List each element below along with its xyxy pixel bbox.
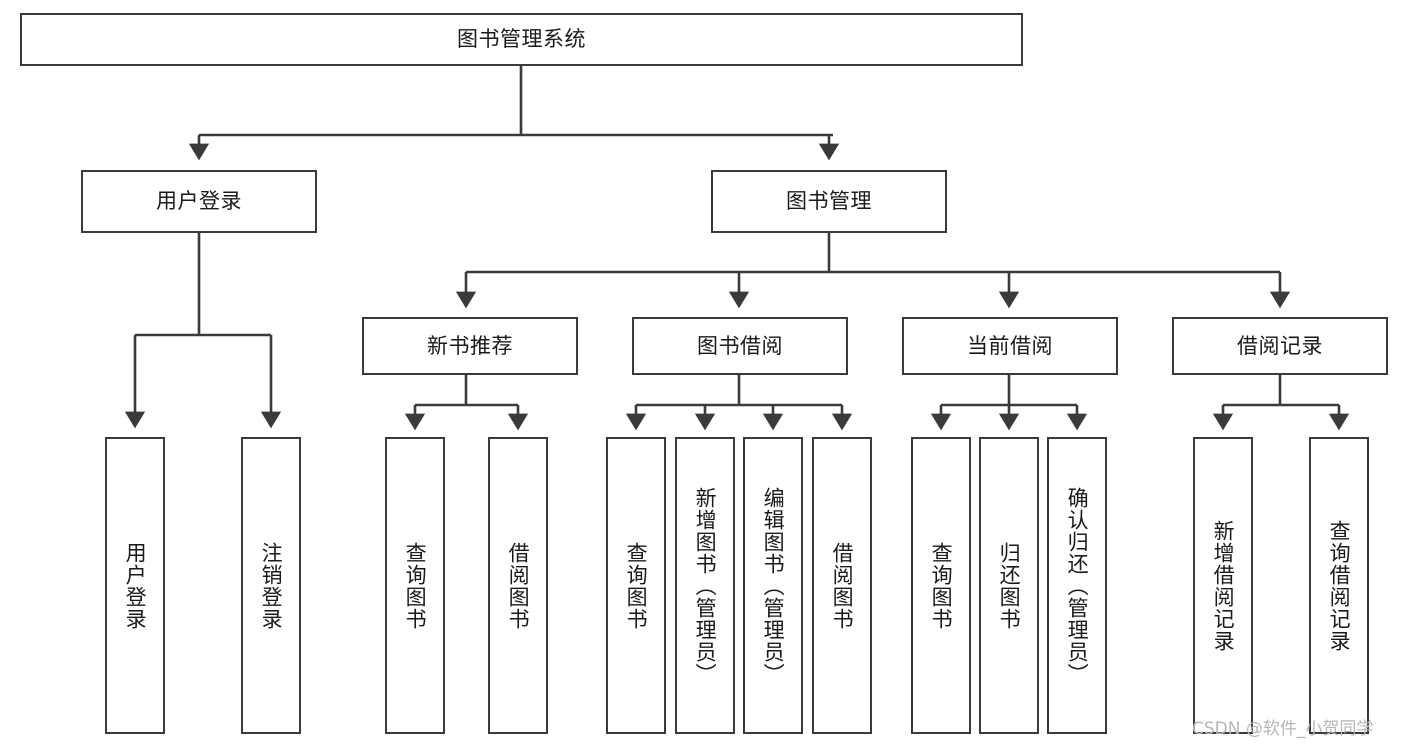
leaf-records-query-label: 查询借阅记录 — [1327, 519, 1352, 652]
node-borrow-records-label: 借阅记录 — [1237, 333, 1323, 358]
leaf-borrow-add-book[interactable]: 新增图书（管理员） — [675, 437, 735, 734]
leaf-new-books-borrow-label: 借阅图书 — [506, 541, 531, 630]
leaf-new-books-query[interactable]: 查询图书 — [385, 437, 445, 734]
leaf-borrow-borrow-book-label: 借阅图书 — [830, 541, 855, 630]
leaf-borrow-edit-book[interactable]: 编辑图书（管理员） — [743, 437, 803, 734]
leaf-current-query-label: 查询图书 — [929, 541, 954, 630]
node-current-borrow-label: 当前借阅 — [967, 333, 1053, 358]
leaf-current-return-label: 归还图书 — [997, 541, 1022, 630]
node-book-borrow-label: 图书借阅 — [697, 333, 783, 358]
node-current-borrow[interactable]: 当前借阅 — [902, 317, 1118, 375]
node-borrow-records[interactable]: 借阅记录 — [1172, 317, 1388, 375]
node-user-login[interactable]: 用户登录 — [81, 170, 317, 233]
leaf-current-return[interactable]: 归还图书 — [979, 437, 1039, 734]
node-new-book-recommend[interactable]: 新书推荐 — [362, 317, 578, 375]
leaf-user-login-signout-label: 注销登录 — [259, 541, 284, 630]
leaf-records-add[interactable]: 新增借阅记录 — [1193, 437, 1253, 734]
node-new-book-recommend-label: 新书推荐 — [427, 333, 513, 358]
leaf-current-confirm-return[interactable]: 确认归还（管理员） — [1047, 437, 1107, 734]
node-book-borrow[interactable]: 图书借阅 — [632, 317, 848, 375]
leaf-user-login-signin-label: 用户登录 — [123, 541, 148, 630]
node-root-label: 图书管理系统 — [457, 27, 586, 52]
csdn-watermark: CSDN @软件_小贺同学 — [1192, 719, 1374, 739]
leaf-borrow-edit-book-label: 编辑图书（管理员） — [761, 486, 786, 685]
node-book-management[interactable]: 图书管理 — [711, 170, 947, 233]
leaf-borrow-borrow-book[interactable]: 借阅图书 — [812, 437, 872, 734]
node-book-management-label: 图书管理 — [786, 189, 872, 214]
node-root[interactable]: 图书管理系统 — [20, 13, 1023, 66]
leaf-borrow-query-label: 查询图书 — [624, 541, 649, 630]
leaf-user-login-signout[interactable]: 注销登录 — [241, 437, 301, 734]
leaf-current-confirm-return-label: 确认归还（管理员） — [1065, 486, 1090, 685]
leaf-new-books-query-label: 查询图书 — [403, 541, 428, 630]
node-user-login-label: 用户登录 — [156, 189, 242, 214]
leaf-new-books-borrow[interactable]: 借阅图书 — [488, 437, 548, 734]
leaf-borrow-add-book-label: 新增图书（管理员） — [693, 486, 718, 685]
leaf-current-query[interactable]: 查询图书 — [911, 437, 971, 734]
leaf-records-add-label: 新增借阅记录 — [1211, 519, 1236, 652]
leaf-borrow-query[interactable]: 查询图书 — [606, 437, 666, 734]
leaf-records-query[interactable]: 查询借阅记录 — [1309, 437, 1369, 734]
leaf-user-login-signin[interactable]: 用户登录 — [105, 437, 165, 734]
